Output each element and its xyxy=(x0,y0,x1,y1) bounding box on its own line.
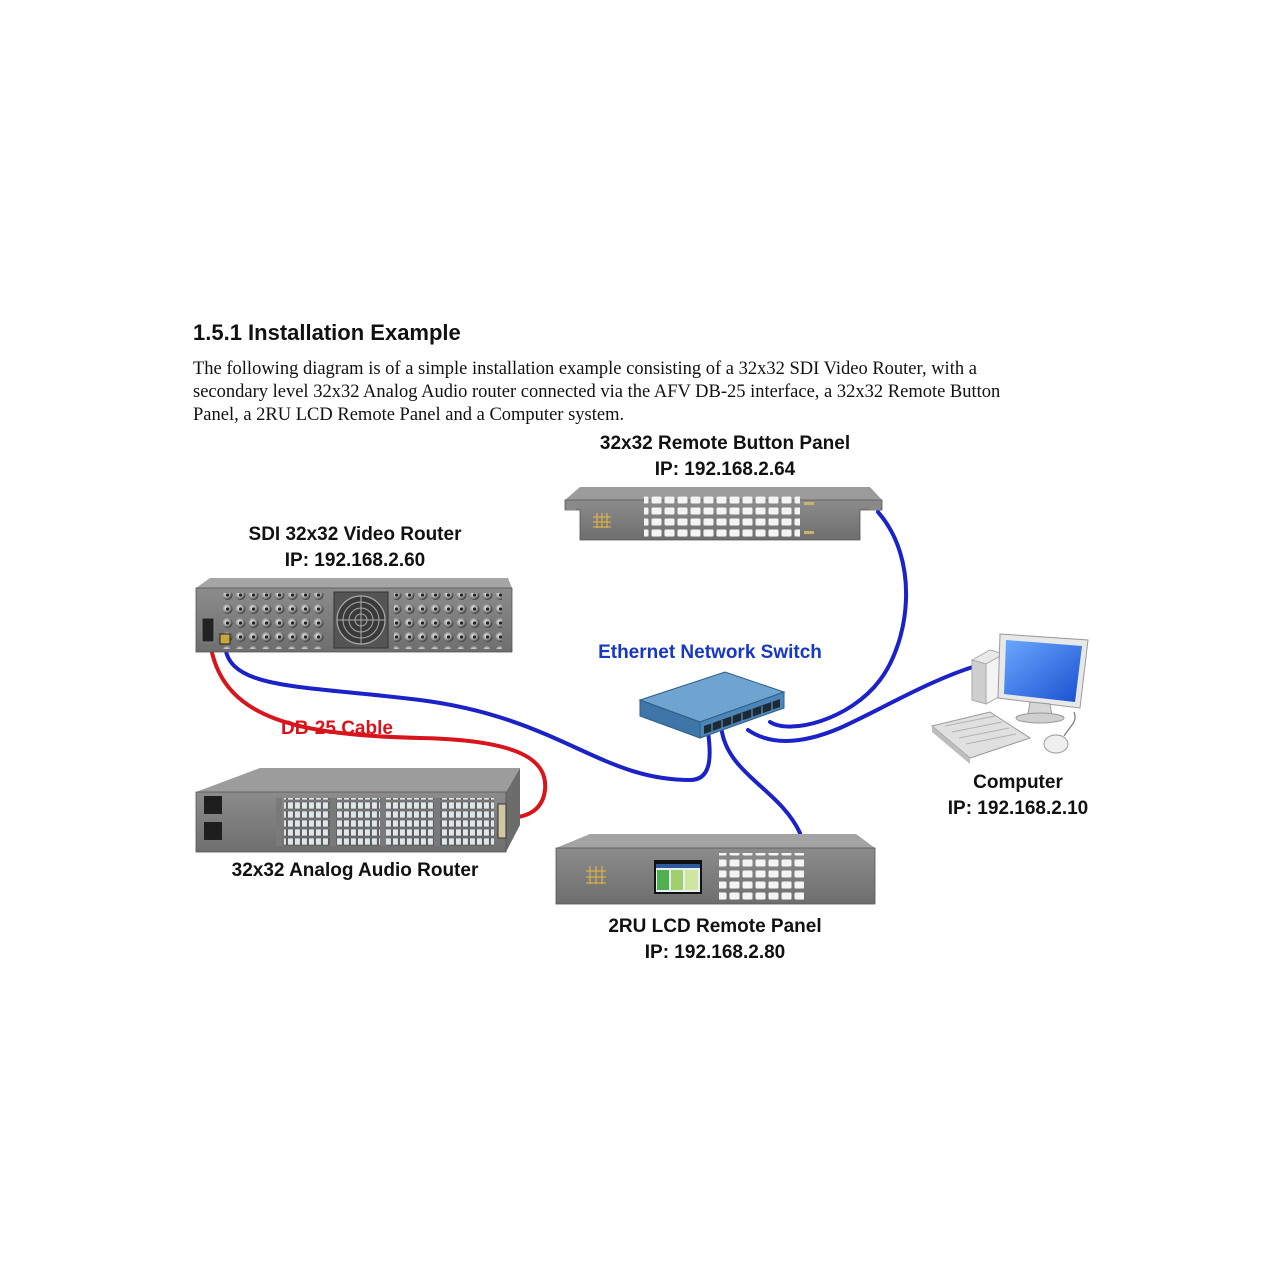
device-name: 32x32 Remote Button Panel xyxy=(599,433,851,454)
network-switch-label: Ethernet Network Switch xyxy=(560,640,860,666)
cable-button-panel-to-switch xyxy=(768,510,908,729)
ip-address: IP: 192.168.2.10 xyxy=(947,798,1089,819)
computer-device xyxy=(930,633,1089,764)
device-name: SDI 32x32 Video Router xyxy=(248,524,462,545)
fan-icon xyxy=(333,591,389,649)
ip-address: IP: 192.168.2.64 xyxy=(654,459,796,480)
paragraph-line: Panel, a 2RU LCD Remote Panel and a Comp… xyxy=(193,405,625,425)
intro-paragraph: The following diagram is of a simple ins… xyxy=(193,358,1093,427)
cable-video-router-to-switch xyxy=(223,643,712,783)
ethernet-cables xyxy=(223,510,978,835)
section-heading: 1.5.1 Installation Example xyxy=(193,320,461,345)
db25-ports xyxy=(284,798,494,846)
monitor-icon xyxy=(997,633,1089,724)
paragraph-line: secondary level 32x32 Analog Audio route… xyxy=(193,382,1001,402)
device-name: Computer xyxy=(973,772,1063,793)
network-switch-device xyxy=(638,671,786,739)
audio-router-device xyxy=(195,768,520,853)
button-grid xyxy=(719,853,804,901)
bnc-connectors-right xyxy=(394,593,502,649)
video-router-device xyxy=(195,578,513,653)
ip-address: IP: 192.168.2.80 xyxy=(644,942,786,963)
button-panel-label: 32x32 Remote Button Panel IP: 192.168.2.… xyxy=(575,431,875,483)
power-switch-icon xyxy=(219,633,231,645)
computer-label: Computer IP: 192.168.2.10 xyxy=(918,770,1118,822)
paragraph-line: The following diagram is of a simple ins… xyxy=(193,359,977,379)
device-name: 2RU LCD Remote Panel xyxy=(608,916,822,937)
cable-computer-to-switch xyxy=(746,664,978,743)
logo-icon xyxy=(586,866,606,884)
mouse-icon xyxy=(1043,711,1076,754)
lcd-remote-panel-device xyxy=(555,834,876,905)
bnc-connectors-left xyxy=(223,593,327,649)
power-inlet-icon xyxy=(204,822,222,840)
ip-address: IP: 192.168.2.60 xyxy=(284,550,426,571)
device-name: 32x32 Analog Audio Router xyxy=(231,860,479,881)
device-name: Ethernet Network Switch xyxy=(598,642,822,663)
db25-cable-label: DB-25 Cable xyxy=(237,716,437,742)
logo-icon xyxy=(593,513,611,528)
db25-cable xyxy=(209,646,548,820)
power-inlet-icon xyxy=(204,796,222,814)
lcd-screen xyxy=(654,860,702,894)
audio-router-label: 32x32 Analog Audio Router xyxy=(205,858,505,884)
video-router-label: SDI 32x32 Video Router IP: 192.168.2.60 xyxy=(205,522,505,574)
keyboard-icon xyxy=(930,711,1032,764)
button-grid xyxy=(644,495,800,539)
power-inlet-icon xyxy=(201,617,215,643)
remote-button-panel-device xyxy=(564,487,883,541)
lcd-panel-label: 2RU LCD Remote Panel IP: 192.168.2.80 xyxy=(565,914,865,966)
cable-lcd-panel-to-switch xyxy=(720,730,802,835)
cable-name: DB-25 Cable xyxy=(281,718,393,739)
